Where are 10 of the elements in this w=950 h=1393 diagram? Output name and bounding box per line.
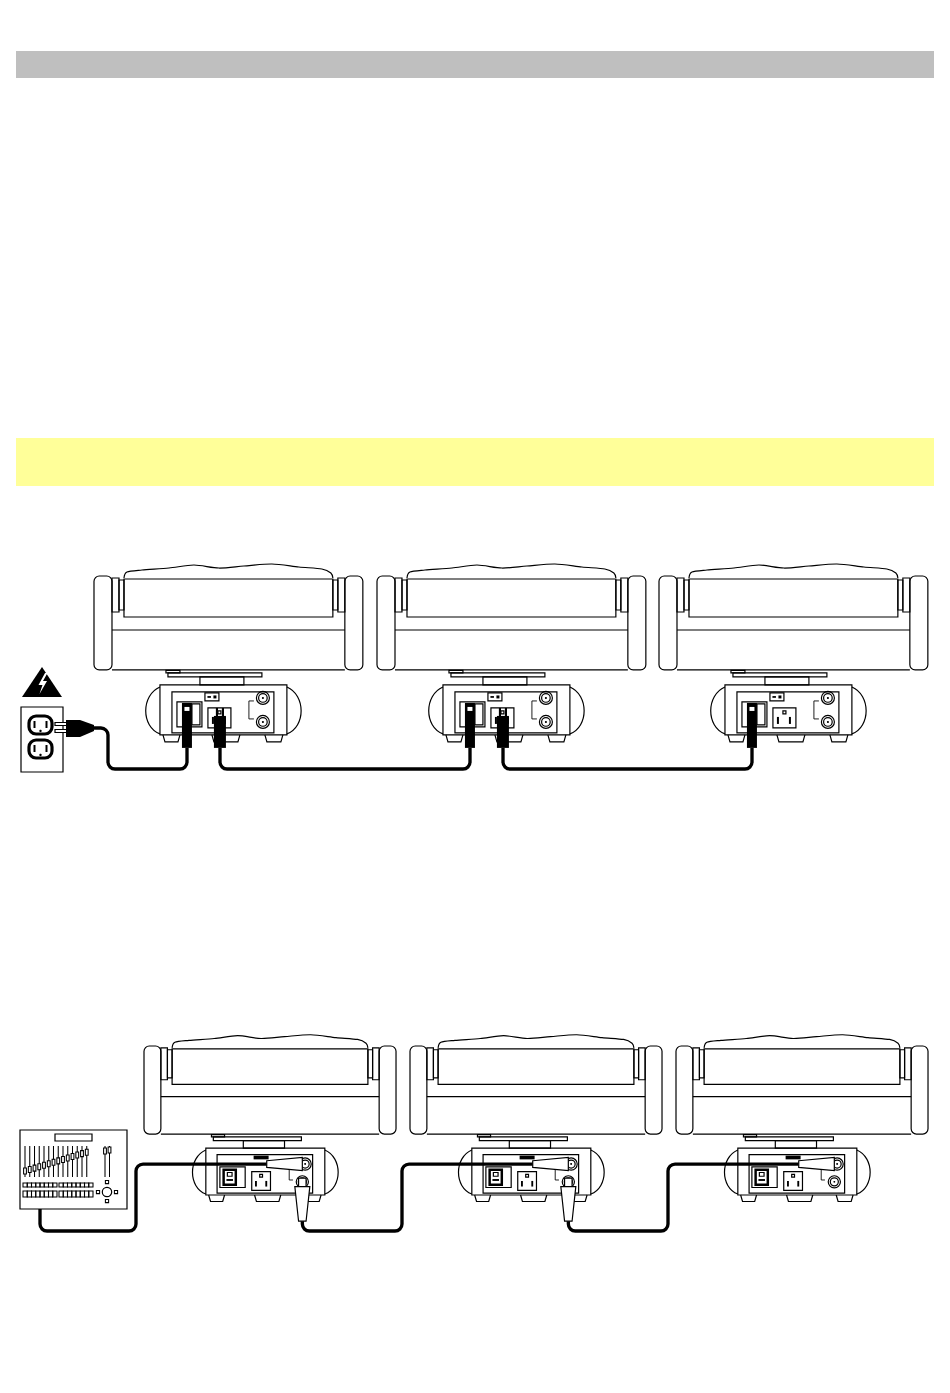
moving-head-drawing bbox=[376, 563, 647, 748]
wall-outlet-drawing bbox=[20, 706, 94, 773]
note-band bbox=[16, 438, 934, 486]
moving-head-drawing bbox=[658, 563, 929, 748]
moving-head-drawing bbox=[93, 563, 364, 748]
header-bar bbox=[16, 51, 934, 78]
moving-head-drawing bbox=[675, 1034, 929, 1203]
dmx-controller-drawing bbox=[19, 1129, 128, 1210]
moving-head-drawing bbox=[409, 1034, 663, 1222]
moving-head-drawing bbox=[143, 1034, 397, 1222]
